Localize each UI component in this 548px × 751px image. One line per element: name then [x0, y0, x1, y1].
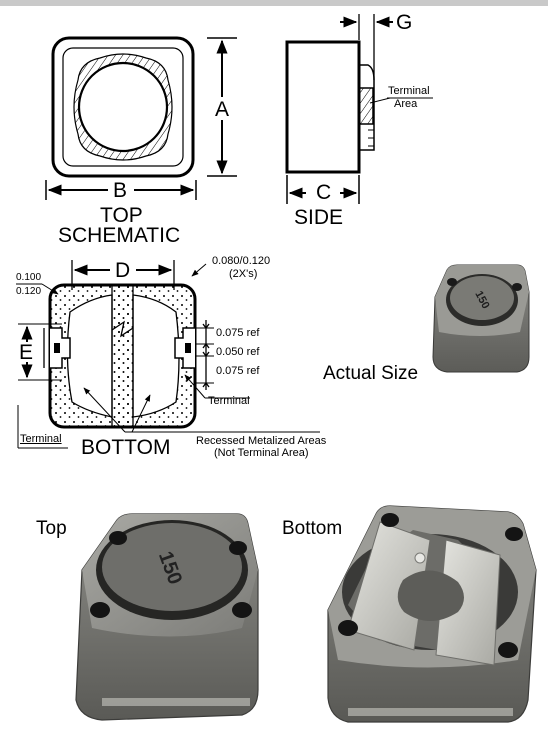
bottom-view-drawing: [16, 260, 320, 449]
bottom-photo: [327, 505, 537, 723]
ref-upper: 0.075 ref: [216, 327, 260, 339]
top-view-drawing: [45, 14, 433, 204]
top-divider-bar: [0, 0, 548, 6]
dim-d-label: D: [115, 259, 131, 282]
actual-size-label: Actual Size: [323, 363, 419, 384]
terminal-area-line2: Area: [394, 98, 418, 110]
top-caption-line1: TOP: [100, 204, 143, 227]
recessed-line2: (Not Terminal Area): [214, 447, 309, 459]
tolerance-bottom: 0.120: [16, 286, 42, 297]
ref-lower: 0.075 ref: [216, 365, 260, 377]
terminal-area-line1: Terminal: [388, 85, 430, 97]
dim-a-label: A: [215, 98, 230, 121]
top-view-core-circle: [77, 61, 169, 153]
note-2x-line2: (2X's): [229, 268, 258, 280]
terminal-left-label: Terminal: [20, 433, 62, 445]
recessed-line1: Recessed Metalized Areas: [196, 435, 327, 447]
terminal-right-label: Terminal: [208, 395, 250, 407]
top-photo-label: Top: [36, 518, 67, 539]
side-view-terminal: [358, 87, 374, 125]
dim-c-label: C: [316, 181, 332, 204]
ref-middle: 0.050 ref: [216, 346, 260, 358]
bottom-photo-label: Bottom: [282, 518, 343, 539]
side-view-body: [285, 40, 361, 174]
dim-b-label: B: [113, 179, 128, 202]
top-photo: 150: [75, 513, 259, 721]
tolerance-top: 0.100: [16, 272, 42, 283]
actual-size-photo: 150: [432, 264, 530, 373]
bottom-caption: BOTTOM: [81, 436, 171, 459]
dim-g-label: G: [396, 11, 413, 34]
top-caption-line2: SCHEMATIC: [58, 224, 181, 247]
note-2x-line1: 0.080/0.120: [212, 255, 271, 267]
side-caption: SIDE: [294, 206, 344, 229]
dim-e-label: E: [19, 341, 34, 364]
